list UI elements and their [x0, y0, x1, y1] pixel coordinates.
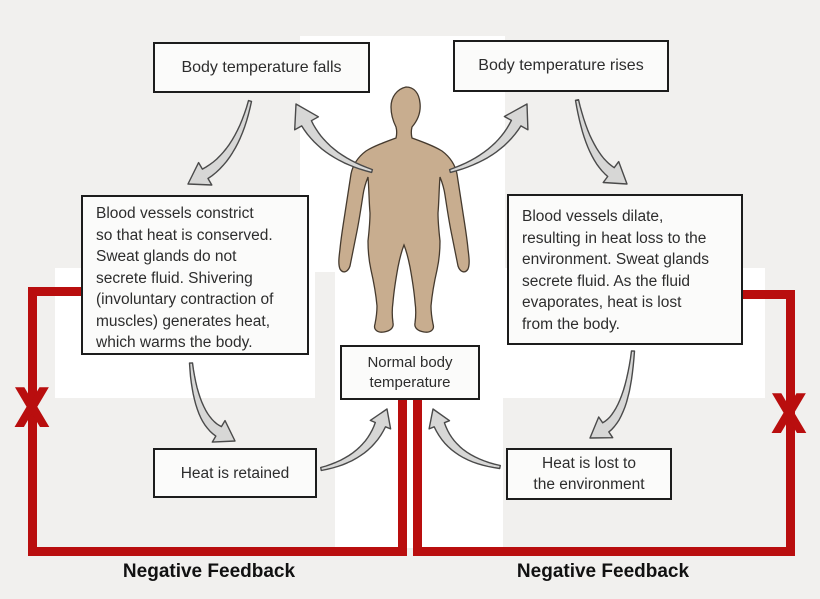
blocked-x-right-icon: X: [770, 383, 808, 446]
arrow-rises-to-dilate-icon: [574, 99, 628, 185]
feedback-line-right-top: [743, 290, 795, 299]
negative-feedback-label-left: Negative Feedback: [122, 561, 296, 582]
feedback-line-left-vertical: [28, 287, 37, 556]
feedback-line-left-center-vertical: [398, 396, 407, 556]
feedback-line-left-bottom: [28, 547, 407, 556]
arrow-lost-to-normal-icon: [428, 408, 501, 470]
feedback-line-left-top: [28, 287, 81, 296]
arrow-falls-to-constrict-icon: [187, 99, 253, 186]
box-body-temperature-falls: Body temperature falls: [153, 42, 370, 93]
box-blood-vessels-dilate: Blood vessels dilate, resulting in heat …: [507, 194, 743, 345]
feedback-line-right-center-vertical: [413, 396, 422, 556]
feedback-line-right-vertical: [786, 290, 795, 556]
blocked-x-left-icon: X: [13, 377, 51, 440]
negative-feedback-label-right: Negative Feedback: [516, 561, 690, 582]
box-normal-body-temperature: Normal body temperature: [340, 345, 480, 400]
arrow-dilate-to-lost-icon: [589, 350, 636, 439]
box-blood-vessels-constrict: Blood vessels constrict so that heat is …: [81, 195, 309, 355]
box-heat-is-lost: Heat is lost to the environment: [506, 448, 672, 500]
arrow-body-to-rises-icon: [448, 103, 529, 174]
arrow-constrict-to-retained-icon: [188, 362, 236, 443]
human-figure-icon: [338, 86, 470, 333]
box-body-temperature-rises: Body temperature rises: [453, 40, 669, 92]
arrow-body-to-falls-icon: [294, 103, 374, 174]
box-heat-is-retained: Heat is retained: [153, 448, 317, 498]
arrow-retained-to-normal-icon: [320, 408, 392, 472]
feedback-line-right-bottom: [413, 547, 795, 556]
